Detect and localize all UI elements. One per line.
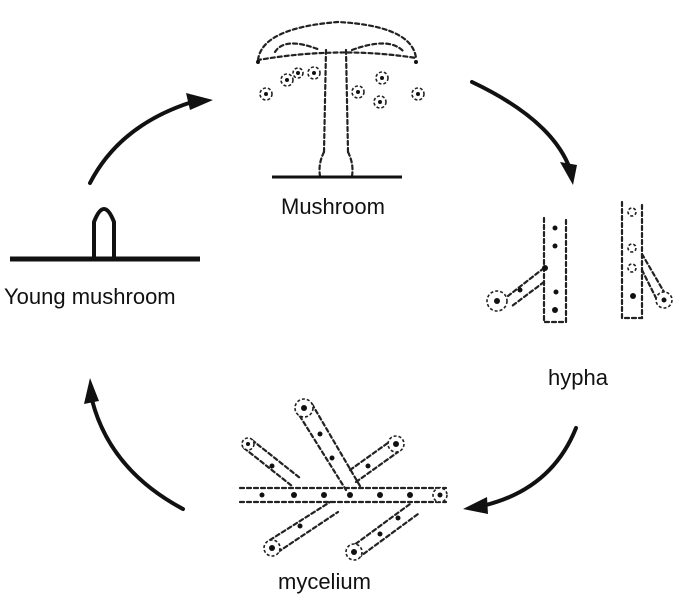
arrow-mushroom-to-hypha [470,80,577,185]
label-young-mushroom: Young mushroom [4,284,176,309]
young-mushroom-illustration [10,207,200,262]
hypha-illustration [486,200,673,324]
label-mushroom: Mushroom [281,194,385,219]
arrow-mycelium-to-young [84,378,185,511]
arrow-young-to-mushroom [88,93,213,185]
spores [256,60,425,109]
cycle-arrows [84,80,578,514]
label-mycelium: mycelium [278,569,371,594]
label-hypha: hypha [548,365,608,390]
arrow-hypha-to-mycelium [463,426,578,514]
mushroom-illustration [256,20,425,179]
mycelium-illustration [238,398,448,561]
